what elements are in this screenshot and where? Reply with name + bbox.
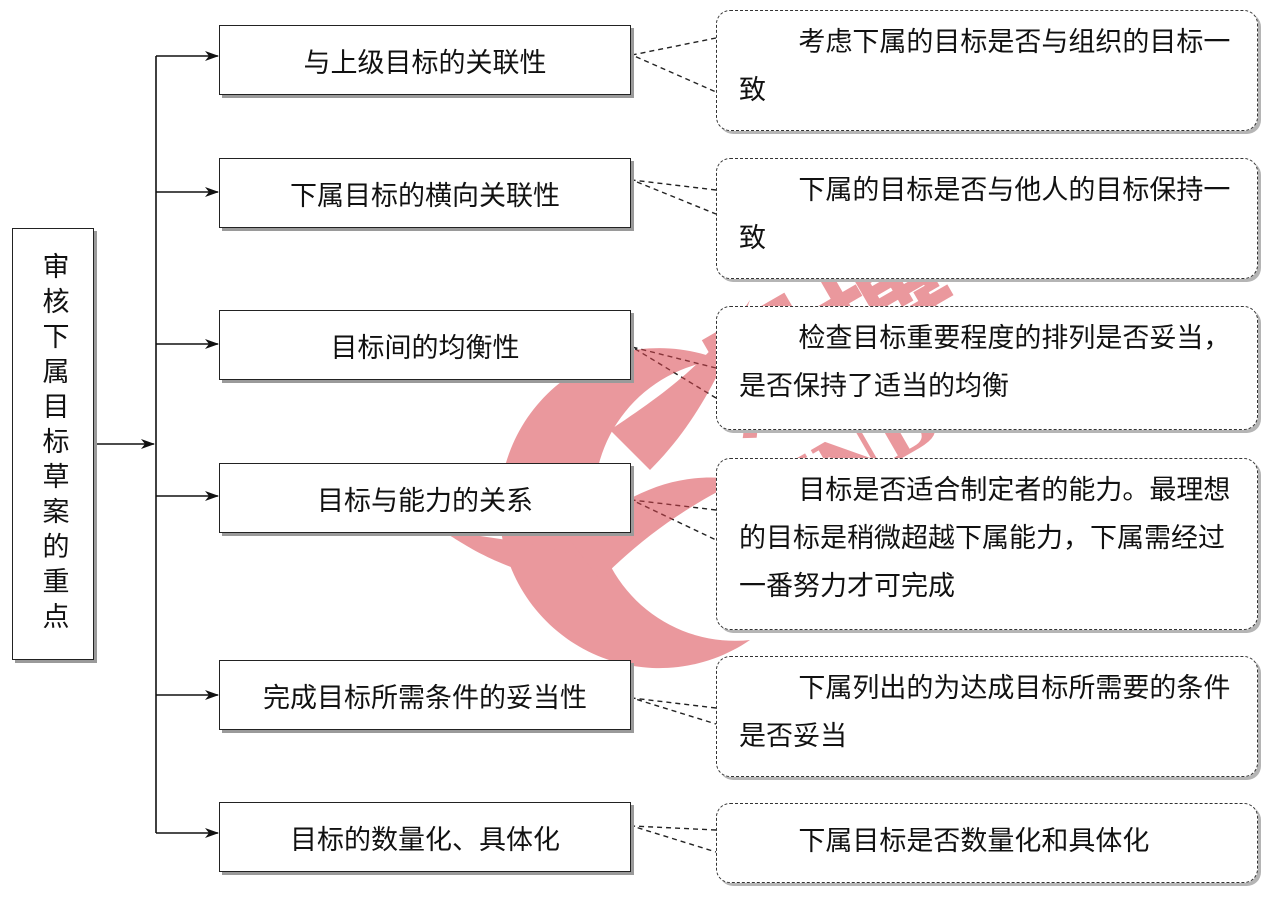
criterion-label-4: 目标与能力的关系 [317, 485, 533, 517]
criterion-node-4: 目标与能力的关系 [219, 463, 631, 533]
callout-tail-5 [631, 697, 717, 725]
criterion-node-5: 完成目标所需条件的妥当性 [219, 660, 631, 730]
callout-tail-2 [631, 179, 717, 215]
criterion-label-2: 下属目标的横向关联性 [290, 180, 560, 212]
criterion-label-1: 与上级目标的关联性 [303, 47, 547, 79]
note-callout-1: 考虑下属的目标是否与组织的目标一致 [716, 10, 1258, 131]
note-text-3: 检查目标重要程度的排列是否妥当，是否保持了适当的均衡 [739, 323, 1231, 402]
criterion-node-6: 目标的数量化、具体化 [219, 802, 631, 872]
criterion-label-3: 目标间的均衡性 [330, 332, 520, 364]
note-callout-5: 下属列出的为达成目标所需要的条件是否妥当 [716, 656, 1258, 777]
callout-tail-4 [631, 499, 717, 541]
note-callout-6: 下属目标是否数量化和具体化 [716, 803, 1258, 883]
callout-tail-3 [631, 346, 717, 399]
note-text-5: 下属列出的为达成目标所需要的条件是否妥当 [739, 673, 1231, 752]
criterion-node-2: 下属目标的横向关联性 [219, 158, 631, 228]
note-text-1: 考虑下属的目标是否与组织的目标一致 [739, 27, 1231, 106]
note-callout-3: 检查目标重要程度的排列是否妥当，是否保持了适当的均衡 [716, 306, 1258, 430]
criterion-node-1: 与上级目标的关联性 [219, 25, 631, 95]
note-text-4: 目标是否适合制定者的能力。最理想的目标是稍微超越下属能力，下属需经过一番努力才可… [739, 475, 1231, 602]
note-text-6: 下属目标是否数量化和具体化 [798, 826, 1150, 857]
root-node: 审核下属目标草案的重点 [12, 228, 94, 660]
criterion-label-5: 完成目标所需条件的妥当性 [263, 682, 587, 714]
criterion-node-3: 目标间的均衡性 [219, 310, 631, 380]
note-text-2: 下属的目标是否与他人的目标保持一致 [739, 175, 1231, 254]
note-callout-4: 目标是否适合制定者的能力。最理想的目标是稍微超越下属能力，下属需经过一番努力才可… [716, 458, 1258, 630]
callout-tail-1 [629, 37, 717, 93]
callout-tail-6 [631, 825, 717, 853]
criterion-label-6: 目标的数量化、具体化 [290, 824, 560, 856]
root-node-label: 审核下属目标草案的重点 [37, 251, 69, 637]
note-callout-2: 下属的目标是否与他人的目标保持一致 [716, 158, 1258, 279]
